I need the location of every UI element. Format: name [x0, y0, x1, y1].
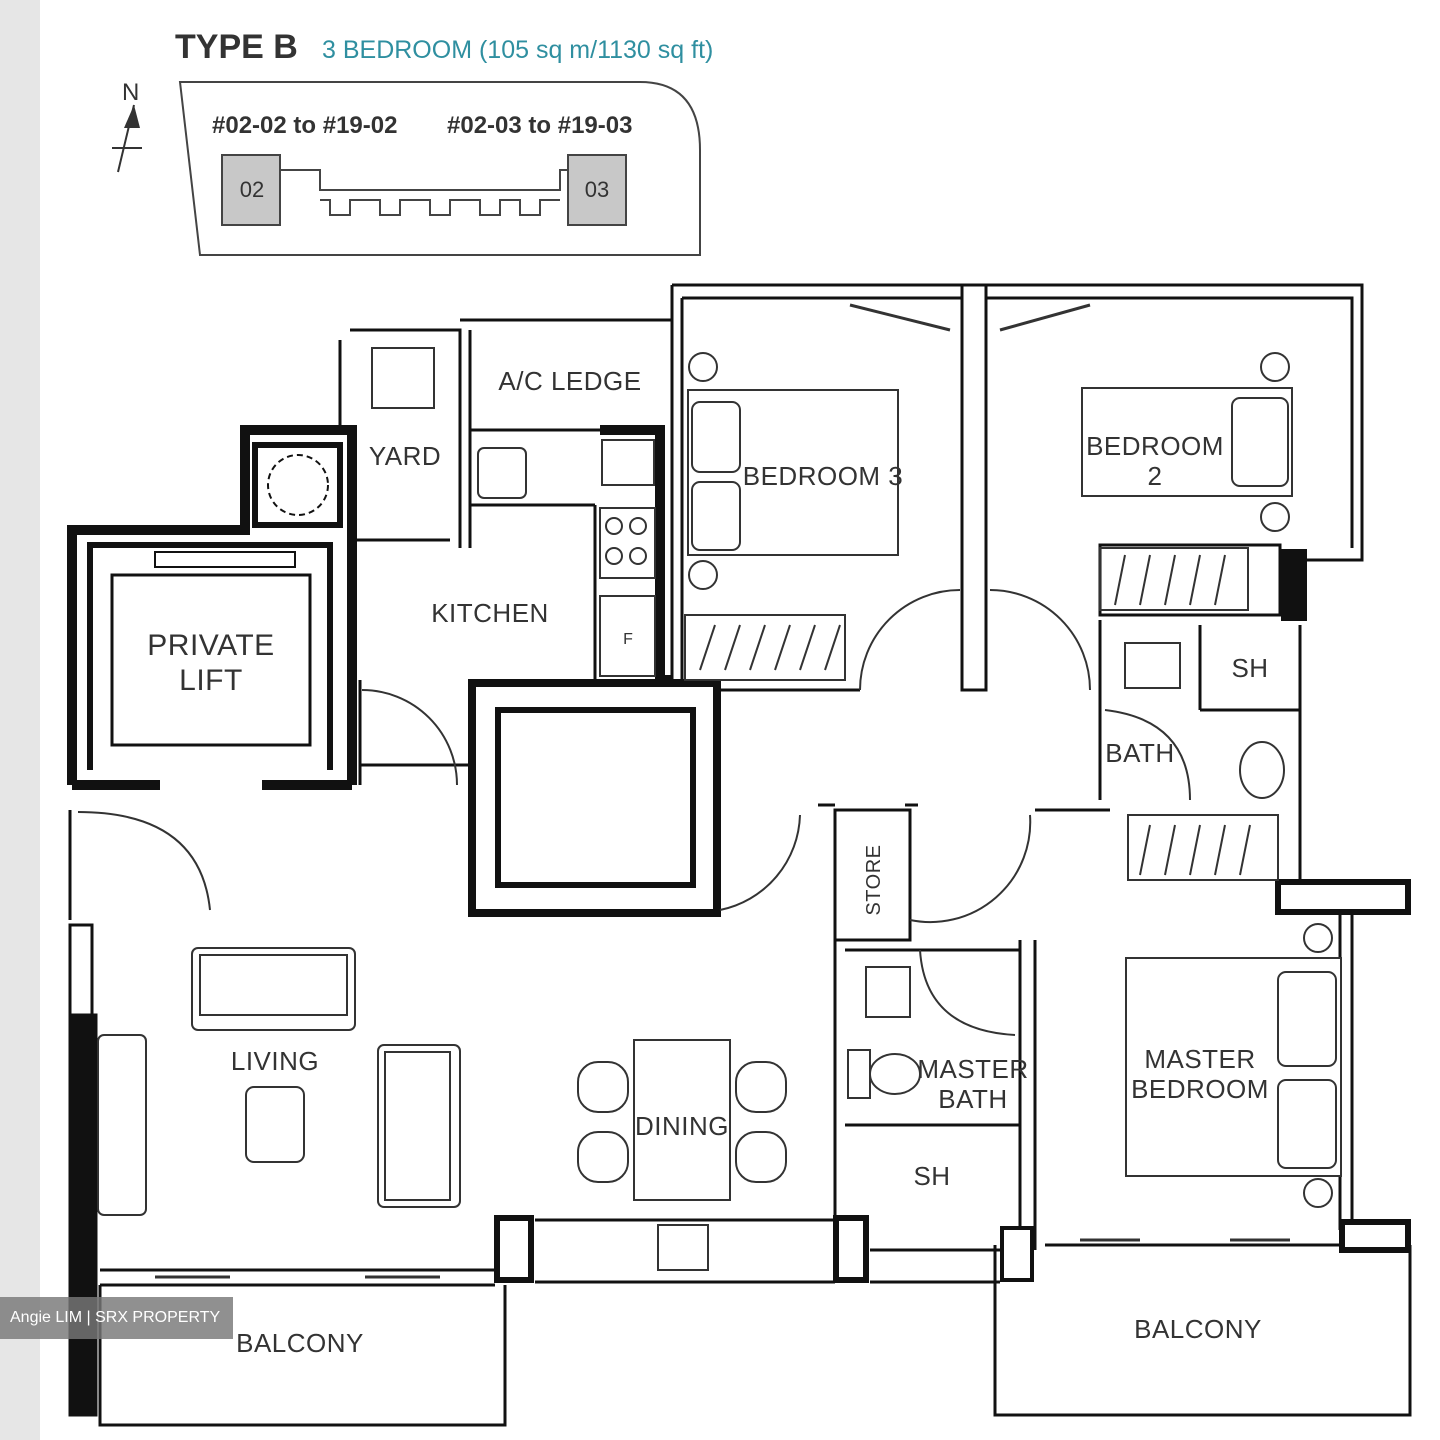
bedside-lamp-icons	[688, 352, 1333, 1208]
private-lift-label-line1: PRIVATE	[147, 629, 274, 662]
kitchen-sink	[477, 447, 527, 499]
master-bath-label-line2: BATH	[938, 1084, 1007, 1114]
sliding-windows	[155, 303, 1290, 1279]
shower-bottom-label: SH	[913, 1161, 950, 1191]
basin-icon	[865, 966, 911, 1018]
lift-door	[154, 551, 296, 568]
unit-type-subtitle: 3 BEDROOM (105 sq m/1130 sq ft)	[322, 36, 713, 64]
key-plan-unit-02	[221, 154, 281, 226]
balcony-left-label: BALCONY	[236, 1328, 364, 1358]
hob-icon	[599, 507, 656, 579]
bedroom2-label-line2: 2	[1148, 461, 1163, 491]
bedroom3-label: BEDROOM 3	[743, 461, 904, 491]
fridge-label: F	[623, 631, 633, 648]
sofa-right	[377, 1044, 461, 1208]
bedroom2-label-line1: BEDROOM	[1086, 431, 1224, 461]
unit-type-title: TYPE B	[175, 28, 298, 66]
basin-icon	[1124, 642, 1181, 689]
sideboard	[657, 1224, 709, 1271]
key-plan-range-left: #02-02 to #19-02	[212, 112, 397, 139]
lift-car	[110, 573, 312, 747]
bath-label: BATH	[1105, 738, 1174, 768]
dining-chair	[735, 1131, 787, 1183]
master-bedroom-label-line1: MASTER	[1144, 1044, 1255, 1074]
door-swings	[77, 589, 1191, 1036]
watermark: Angie LIM | SRX PROPERTY	[0, 1297, 233, 1339]
kitchen-label: KITCHEN	[431, 598, 549, 628]
toilet-icon	[869, 1053, 921, 1095]
left-margin-band	[0, 0, 40, 1440]
balcony-right-label: BALCONY	[1134, 1314, 1262, 1344]
yard-label: YARD	[369, 441, 441, 471]
tv-console	[97, 1034, 147, 1216]
dining-label: DINING	[635, 1111, 729, 1141]
ac-ledge-label: A/C LEDGE	[498, 366, 641, 396]
kitchen-fixtures	[371, 347, 656, 677]
yard-sink	[371, 347, 435, 409]
dining-chair	[735, 1061, 787, 1113]
master-bath-label-line1: MASTER	[917, 1054, 1028, 1084]
dining-table	[633, 1039, 731, 1201]
key-plan-unit-03	[567, 154, 627, 226]
dining-chair	[577, 1061, 629, 1113]
key-plan-unit-03-label: 03	[585, 177, 609, 202]
private-lift-label-line2: LIFT	[179, 664, 243, 697]
washing-machine-icon	[267, 454, 329, 516]
living-label: LIVING	[231, 1046, 319, 1076]
key-plan-unit-02-label: 02	[240, 177, 264, 202]
master-bedroom-label-line2: BEDROOM	[1131, 1074, 1269, 1104]
shower-top-label: SH	[1231, 653, 1268, 683]
north-arrow-icon: N	[112, 79, 142, 173]
bath-fixtures	[847, 642, 1285, 1099]
store-label: STORE	[863, 844, 885, 915]
key-plan-range-right: #02-03 to #19-03	[447, 112, 632, 139]
toilet-icon	[1239, 741, 1285, 799]
living-furniture	[97, 947, 787, 1271]
sofa-top	[191, 947, 356, 1031]
key-plan: #02-02 to #19-02 #02-03 to #19-03 02 03	[178, 81, 701, 256]
walls	[68, 283, 1412, 1427]
wardrobes	[684, 547, 1279, 881]
dining-chair	[577, 1131, 629, 1183]
coffee-table	[245, 1086, 305, 1163]
north-label: N	[122, 79, 139, 106]
fridge	[599, 595, 656, 677]
beds	[687, 387, 1342, 1177]
cooker-hood	[601, 439, 655, 486]
